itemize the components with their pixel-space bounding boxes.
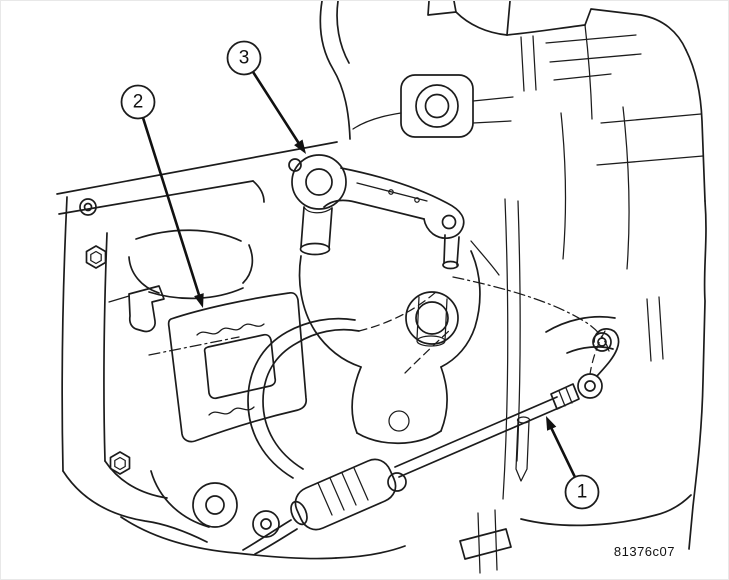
mounting-bracket-drawing (108, 285, 308, 443)
callout-3-arrowhead (294, 139, 306, 154)
figure-code: 81376c07 (614, 544, 675, 559)
cable-end-socket-icon (577, 373, 603, 399)
cable-bracket-bolt-icon (592, 332, 612, 352)
bottom-details-drawing (120, 416, 692, 574)
callout-1-label: 1 (577, 482, 588, 503)
hex-bolt-icon (85, 245, 107, 269)
callout-1-arrowhead (546, 416, 557, 431)
cable-adjuster-drawing (290, 458, 407, 531)
hex-bolt-icon (109, 451, 131, 475)
transmission-case-drawing (319, 1, 707, 550)
callout-2-circle (120, 84, 156, 120)
callout-3-arrow (252, 71, 300, 144)
rivet-icon (79, 198, 97, 216)
callout-2: 2 (120, 84, 204, 308)
callout-2-arrowhead (194, 293, 204, 308)
callout-1-circle (564, 474, 600, 510)
callout-2-arrow (142, 117, 201, 297)
shift-lever-drawing (288, 154, 465, 270)
frame-panel-drawing (56, 141, 338, 543)
callout-2-label: 2 (133, 92, 144, 113)
callout-3-circle (226, 40, 262, 76)
line-art (56, 1, 707, 574)
hidden-guide-lines (148, 276, 610, 375)
stud-bolt-icon (515, 416, 531, 482)
callout-3-label: 3 (239, 48, 250, 69)
center-housing-drawing (298, 240, 500, 445)
callout-1: 1 (546, 416, 600, 510)
callout-3: 3 (226, 40, 306, 154)
callout-1-arrow (550, 427, 576, 478)
case-bushing-icon (400, 74, 474, 138)
